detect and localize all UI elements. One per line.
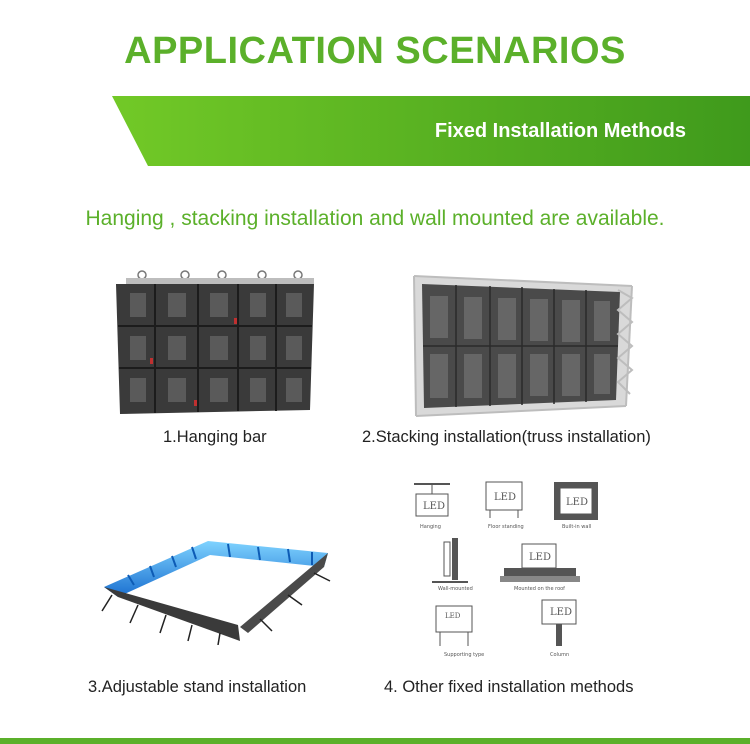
led-supporting: LED (445, 612, 461, 620)
led-column: LED (550, 607, 572, 618)
led-floor: LED (494, 492, 516, 503)
svg-text:Wall-mounted: Wall-mounted (438, 586, 473, 592)
svg-text:Hanging: Hanging (420, 524, 441, 530)
truss-installation-image (413, 275, 634, 417)
caption-hanging-bar: 1.Hanging bar (163, 428, 267, 446)
svg-text:Mounted on the roof: Mounted on the roof (514, 586, 565, 592)
caption-adjustable-stand: 3.Adjustable stand installation (88, 678, 307, 696)
led-built-in: LED (566, 497, 588, 508)
led-roof: LED (529, 552, 551, 563)
subtitle: Hanging , stacking installation and wall… (85, 207, 665, 230)
adjustable-stand-image (101, 541, 331, 645)
svg-text:Floor standing: Floor standing (488, 524, 524, 530)
svg-text:Built-in wall: Built-in wall (562, 524, 591, 530)
caption-truss-installation: 2.Stacking installation(truss installati… (362, 428, 651, 446)
section-banner (112, 96, 750, 166)
other-methods-diagram: LED Hanging LED Floor standing LED Built… (414, 481, 598, 658)
page-title: APPLICATION SCENARIOS (124, 30, 626, 72)
svg-text:Supporting type: Supporting type (444, 652, 484, 658)
bottom-bar (0, 738, 750, 744)
hanging-bar-image (116, 270, 314, 414)
caption-other-methods: 4. Other fixed installation methods (384, 678, 634, 696)
banner-label: Fixed Installation Methods (434, 120, 686, 142)
svg-text:Column: Column (550, 652, 569, 658)
led-hanging: LED (423, 501, 445, 512)
